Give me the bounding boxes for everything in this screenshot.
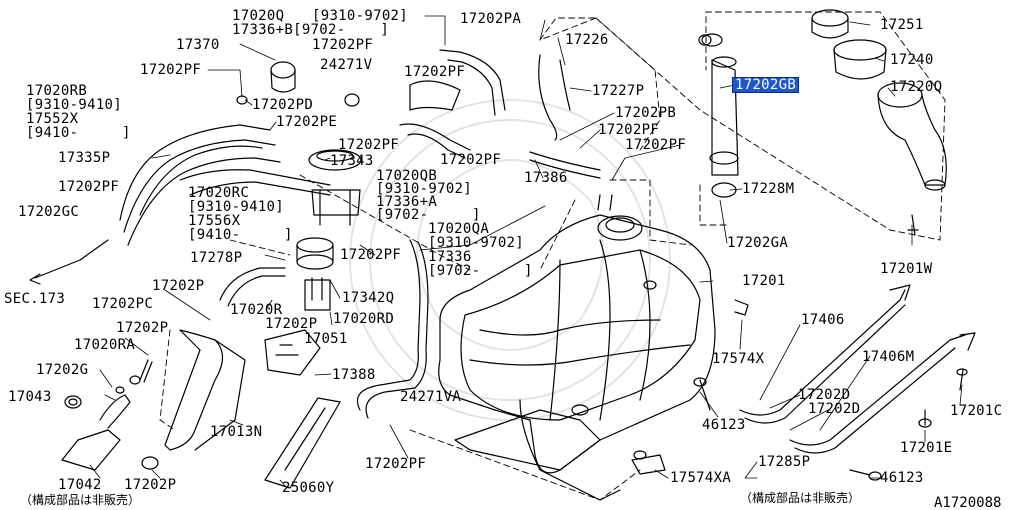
part-label-17226[interactable]: 17226 xyxy=(565,32,609,48)
part-label-17202d[interactable]: 17202D xyxy=(798,387,851,403)
part-label-17343[interactable]: 17343 xyxy=(330,153,374,169)
lower-left-components xyxy=(29,239,429,489)
part-label-17202pf[interactable]: 17202PF xyxy=(140,62,202,78)
fuel-pump-unit xyxy=(296,149,362,311)
part-label-17202pf[interactable]: 17202PF xyxy=(440,152,502,168)
part-label-17202gc[interactable]: 17202GC xyxy=(18,204,80,220)
part-label-17574xa[interactable]: 17574XA xyxy=(670,470,732,486)
part-label-17202p[interactable]: 17202P xyxy=(116,320,169,336)
part-label-17220q[interactable]: 17220Q xyxy=(890,79,943,95)
part-label-date-range[interactable]: [9410- ] xyxy=(26,125,131,141)
part-label-17051[interactable]: 17051 xyxy=(304,331,348,347)
part-label-17227p[interactable]: 17227P xyxy=(592,83,645,99)
part-label-17285p[interactable]: 17285P xyxy=(758,454,811,470)
part-label-46123[interactable]: 46123 xyxy=(702,417,746,433)
part-label-17020q[interactable]: 17020Q xyxy=(232,8,285,24)
part-label-17201e[interactable]: 17201E xyxy=(900,440,953,456)
part-label-17202pf[interactable]: 17202PF xyxy=(404,64,466,80)
part-label-17370[interactable]: 17370 xyxy=(176,37,220,53)
part-label-17020rd[interactable]: 17020RD xyxy=(333,311,395,327)
part-label-17336a[interactable]: 17336+A xyxy=(376,194,438,210)
part-label-17202pc[interactable]: 17202PC xyxy=(92,296,154,312)
part-label-17228m[interactable]: 17228M xyxy=(742,181,795,197)
part-label-17202pf[interactable]: 17202PF xyxy=(340,247,402,263)
part-label-17043[interactable]: 17043 xyxy=(8,389,52,405)
dashed-reference-lines xyxy=(159,11,946,501)
part-label-25060y[interactable]: 25060Y xyxy=(282,480,335,496)
part-label-17202g[interactable]: 17202G xyxy=(36,362,89,378)
part-label-17201[interactable]: 17201 xyxy=(742,273,786,289)
part-label-17251[interactable]: 17251 xyxy=(880,17,924,33)
part-label-17552x[interactable]: 17552X xyxy=(26,111,79,127)
part-label-17202pb[interactable]: 17202PB xyxy=(615,105,677,121)
part-label-17406[interactable]: 17406 xyxy=(801,312,845,328)
part-label-17202gb[interactable]: 17202GB xyxy=(732,77,800,93)
part-label-17020qa[interactable]: 17020QA xyxy=(428,221,490,237)
part-label-17202pf[interactable]: 17202PF xyxy=(338,137,400,153)
part-label-17202ga[interactable]: 17202GA xyxy=(727,235,789,251)
part-label-24271va[interactable]: 24271VA xyxy=(400,389,462,405)
part-label-date-range[interactable]: [9310-9702] xyxy=(312,8,409,24)
part-label-17201c[interactable]: 17201C xyxy=(950,403,1003,419)
not-sold-separately-note-left: （構成部品は非販売） xyxy=(20,493,141,507)
part-label-17020r[interactable]: 17020R xyxy=(230,302,283,318)
illustration-code: A1720088 xyxy=(934,495,1002,510)
part-label-46123[interactable]: 46123 xyxy=(880,470,924,486)
part-label-17020rb[interactable]: 17020RB xyxy=(26,83,88,99)
part-label-sec-173[interactable]: SEC.173 xyxy=(4,291,66,307)
filler-neck-assembly xyxy=(698,9,947,236)
part-label-17202d[interactable]: 17202D xyxy=(808,401,861,417)
part-label-date-range[interactable]: [9702- ] xyxy=(376,207,481,223)
part-label-17202pf[interactable]: 17202PF xyxy=(365,456,427,472)
part-label-17013n[interactable]: 17013N xyxy=(210,424,263,440)
part-label-17342q[interactable]: 17342Q xyxy=(342,290,395,306)
part-label-17020rc[interactable]: 17020RC xyxy=(188,185,250,201)
tank-straps xyxy=(631,284,976,481)
part-label-17202p[interactable]: 17202P xyxy=(265,316,318,332)
part-label-17202pf[interactable]: 17202PF xyxy=(625,137,687,153)
part-label-date-range[interactable]: [9410- ] xyxy=(188,227,293,243)
part-label-17202p[interactable]: 17202P xyxy=(152,278,205,294)
part-label-17386[interactable]: 17386 xyxy=(524,170,568,186)
part-label-17202pf[interactable]: 17202PF xyxy=(312,37,374,53)
part-label-17278p[interactable]: 17278P xyxy=(190,250,243,266)
part-label-17574x[interactable]: 17574X xyxy=(712,351,765,367)
fuel-tank-body xyxy=(438,194,716,501)
part-label-17336b[interactable]: 17336+B[9702- ] xyxy=(232,22,390,38)
part-label-17020ra[interactable]: 17020RA xyxy=(74,337,136,353)
part-label-17201w[interactable]: 17201W xyxy=(880,261,933,277)
part-label-date-range[interactable]: [9310-9702] xyxy=(376,181,473,197)
part-label-17336[interactable]: 17336 xyxy=(428,249,472,265)
part-label-17202pf[interactable]: 17202PF xyxy=(58,179,120,195)
part-label-17202pf[interactable]: 17202PF xyxy=(598,122,660,138)
part-label-date-range[interactable]: [9702- ] xyxy=(428,263,533,279)
part-label-17202pd[interactable]: 17202PD xyxy=(252,97,314,113)
part-label-date-range[interactable]: [9310-9410] xyxy=(26,97,123,113)
part-label-date-range[interactable]: [9310-9702] xyxy=(428,235,525,251)
part-label-17202pa[interactable]: 17202PA xyxy=(460,11,522,27)
part-label-date-range[interactable]: [9310-9410] xyxy=(188,199,285,215)
part-label-17406m[interactable]: 17406M xyxy=(862,349,915,365)
part-label-24271v[interactable]: 24271V xyxy=(320,57,373,73)
hoses-left-cluster xyxy=(119,49,601,246)
part-label-17202p[interactable]: 17202P xyxy=(124,477,177,493)
leader-lines xyxy=(89,15,963,489)
part-label-17042[interactable]: 17042 xyxy=(58,477,102,493)
part-label-17240[interactable]: 17240 xyxy=(890,52,934,68)
part-label-17202pe[interactable]: 17202PE xyxy=(276,114,338,130)
part-label-17556x[interactable]: 17556X xyxy=(188,213,241,229)
not-sold-separately-note-right: （構成部品は非販売） xyxy=(740,491,861,505)
part-label-17020qb[interactable]: 17020QB xyxy=(376,168,438,184)
part-label-17388[interactable]: 17388 xyxy=(332,367,376,383)
part-label-17335p[interactable]: 17335P xyxy=(58,150,111,166)
